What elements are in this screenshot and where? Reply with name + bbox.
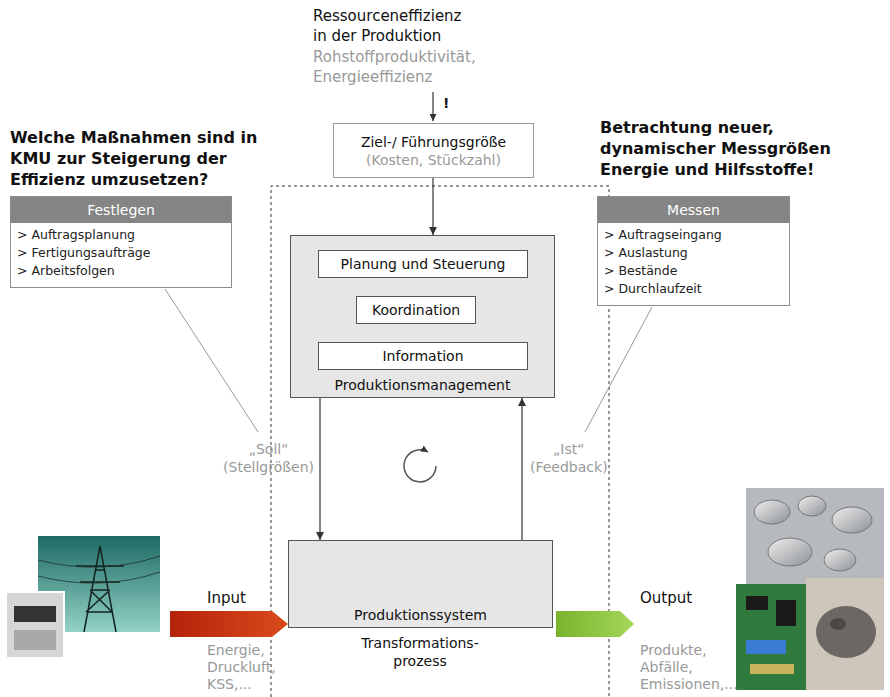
goal-arrow xyxy=(432,92,433,121)
note-text: Produkte, Abfälle, Emissionen,... xyxy=(640,642,738,693)
list-item: > Bestände xyxy=(598,262,789,280)
list-item: > Arbeitsfolgen xyxy=(11,262,231,280)
list-item: > Fertigungsaufträge xyxy=(11,244,231,262)
annotation: Welche Maßnahmen sind in KMU zur Steiger… xyxy=(10,127,260,190)
slag-photo xyxy=(806,578,884,690)
flow-arrow xyxy=(319,398,320,540)
note-text: Welche Maßnahmen sind in KMU zur Steiger… xyxy=(10,127,260,190)
list-item: > Durchlaufzeit xyxy=(598,280,789,298)
label-holder: Produktionsmanagement xyxy=(291,377,554,394)
note-text: ! xyxy=(443,94,449,112)
control-loop-symbol xyxy=(404,450,436,482)
annotation: ! xyxy=(443,94,449,112)
note-text: Rohstoffproduktivität, Energieeffizienz xyxy=(313,47,476,87)
group-label: Produktionssystem xyxy=(289,607,552,624)
list-item: > Auftragsplanung xyxy=(11,226,231,244)
leader-line xyxy=(585,307,652,432)
box-title: Planung und Steuerung xyxy=(341,256,506,273)
annotation: Output xyxy=(640,589,692,608)
panel-heading: Festlegen xyxy=(11,197,231,223)
annotation: Ressourceneffizienz in der Produktion xyxy=(313,6,463,46)
annotation: Rohstoffproduktivität, Energieeffizienz xyxy=(313,47,476,87)
metal-parts-photo xyxy=(746,488,884,584)
list-item: > Auftragseingang xyxy=(598,226,789,244)
box-title: Koordination xyxy=(372,302,460,319)
panel-heading: Messen xyxy=(598,197,789,223)
function-box: Planung und Steuerung xyxy=(318,250,528,278)
edge-label-holder: „Soll“ (Stellgrößen) xyxy=(223,440,314,476)
note-text: Output xyxy=(640,589,692,608)
system-box: Produktionssystem xyxy=(288,540,553,628)
note-text: Transformations- prozess xyxy=(361,634,478,670)
box-subtitle: (Kosten, Stückzahl) xyxy=(366,151,501,169)
note-text: Input xyxy=(207,589,246,608)
annotation: Energie, Druckluft, KSS,... xyxy=(207,642,276,693)
annotation: Produkte, Abfälle, Emissionen,... xyxy=(640,642,738,693)
circuit-board-photo xyxy=(736,584,806,690)
edge-label: „Soll“ (Stellgrößen) xyxy=(223,440,314,476)
annotation: Betrachtung neuer, dynamischer Messgröße… xyxy=(600,117,886,180)
edge-label-holder: „Ist“ (Feedback) xyxy=(530,440,608,476)
annotation: Transformations- prozess xyxy=(361,634,478,670)
list-item: > Auslastung xyxy=(598,244,789,262)
box-title: Ziel-/ Führungsgröße xyxy=(361,133,506,151)
label-holder: Produktionssystem xyxy=(289,607,552,624)
list-panel: Messen > Auftragseingang> Auslastung> Bes… xyxy=(597,196,790,306)
note-text: Energie, Druckluft, KSS,... xyxy=(207,642,276,693)
output-arrow xyxy=(556,611,634,637)
input-arrow xyxy=(170,611,288,637)
note-text: Ressourceneffizienz in der Produktion xyxy=(313,6,463,46)
system-box: Produktionsmanagement Planung und Steueru… xyxy=(290,235,555,398)
function-box: Koordination xyxy=(356,296,476,324)
flow-arrow xyxy=(432,178,433,235)
group-label: Produktionsmanagement xyxy=(291,377,554,394)
meter-photo xyxy=(6,592,64,658)
box-title: Information xyxy=(382,348,463,365)
list-panel: Festlegen > Auftragsplanung> Fertigungsau… xyxy=(10,196,232,288)
edge-label: „Ist“ (Feedback) xyxy=(530,440,608,476)
note-text: Betrachtung neuer, dynamischer Messgröße… xyxy=(600,117,886,180)
goal-box: Ziel-/ Führungsgröße(Kosten, Stückzahl) xyxy=(333,123,534,178)
function-box: Information xyxy=(318,342,528,370)
flow-arrow xyxy=(521,398,522,540)
leader-line xyxy=(165,289,258,432)
annotation: Input xyxy=(207,589,246,608)
